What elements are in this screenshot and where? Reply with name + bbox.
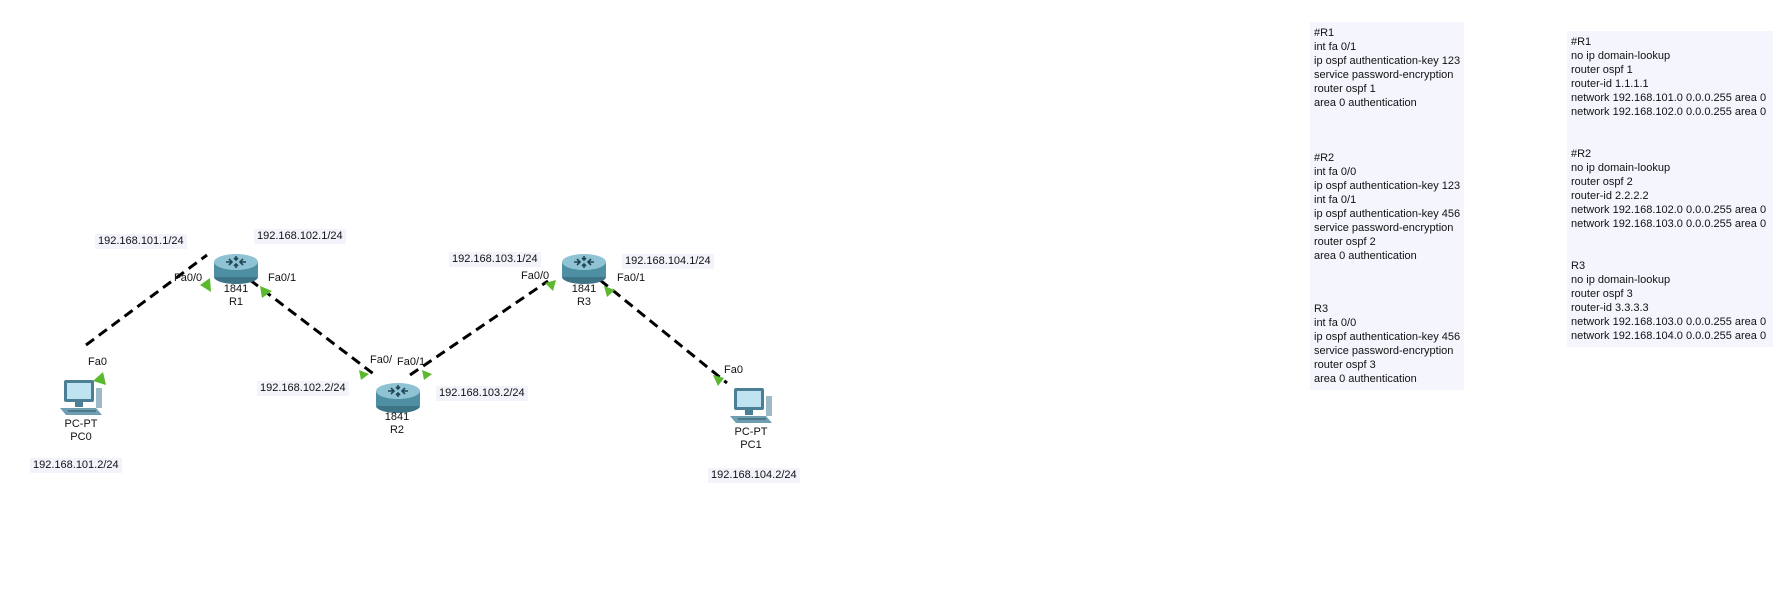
link-status-r2-right	[422, 370, 432, 380]
pc-pc0-icon[interactable]	[58, 378, 104, 418]
note-line: int fa 0/0	[1314, 166, 1357, 178]
device-name: R3	[576, 296, 592, 308]
device-model: 1841	[571, 283, 597, 295]
note-line: network 192.168.103.0 0.0.0.255 area 0	[1571, 316, 1767, 328]
link-status-pc1	[713, 375, 724, 386]
ip-label-r2-fa00: 192.168.102.2/24	[257, 381, 349, 396]
port-label-r3-fa01: Fa0/1	[617, 272, 646, 284]
port-label-r2-fa01: Fa0/1	[397, 356, 426, 368]
note-line: R3	[1571, 260, 1586, 272]
link-r1-r2[interactable]	[249, 278, 376, 377]
note-line: router-id 1.1.1.1	[1571, 78, 1649, 90]
link-status-pc0	[93, 372, 106, 385]
note-line: ip ospf authentication-key 123	[1314, 180, 1461, 192]
note-line: router-id 3.3.3.3	[1571, 302, 1649, 314]
note-line: ip ospf authentication-key 456	[1314, 208, 1461, 220]
note-auth-config[interactable]: #R1 int fa 0/1 ip ospf authentication-ke…	[1310, 22, 1464, 390]
note-line: router-id 2.2.2.2	[1571, 190, 1649, 202]
note-line: #R2	[1314, 152, 1335, 164]
device-model: PC-PT	[734, 426, 768, 438]
note-line: int fa 0/1	[1314, 41, 1357, 53]
device-caption-r2: 1841 R2	[367, 411, 427, 437]
link-r2-r3[interactable]	[409, 279, 549, 377]
device-caption-r1: 1841 R1	[206, 283, 266, 309]
link-status-r1-left	[200, 278, 211, 292]
device-name: R1	[228, 296, 244, 308]
ip-label-pc0: 192.168.101.2/24	[30, 458, 122, 473]
note-line: network 192.168.101.0 0.0.0.255 area 0	[1571, 92, 1767, 104]
port-label-pc0-fa0: Fa0	[88, 356, 107, 368]
note-line: area 0 authentication	[1314, 250, 1417, 262]
device-caption-r3: 1841 R3	[554, 283, 614, 309]
device-caption-pc0: PC-PT PC0	[51, 418, 111, 444]
note-line: network 192.168.102.0 0.0.0.255 area 0	[1571, 106, 1767, 118]
note-line: #R1	[1314, 27, 1335, 39]
port-label-pc1-fa0: Fa0	[724, 364, 743, 376]
note-line: area 0 authentication	[1314, 97, 1417, 109]
link-status-r1-right	[260, 286, 272, 298]
ip-label-r1-fa01: 192.168.102.1/24	[254, 229, 346, 244]
note-line: router ospf 1	[1314, 83, 1376, 95]
note-line: service password-encryption	[1314, 345, 1454, 357]
note-line: network 192.168.102.0 0.0.0.255 area 0	[1571, 204, 1767, 216]
note-line: router ospf 2	[1571, 176, 1633, 188]
note-line: router ospf 2	[1314, 236, 1376, 248]
ip-label-r3-fa01: 192.168.104.1/24	[622, 254, 714, 269]
note-line: no ip domain-lookup	[1571, 50, 1671, 62]
device-model: PC-PT	[64, 418, 98, 430]
note-line: no ip domain-lookup	[1571, 274, 1671, 286]
note-line: router ospf 3	[1571, 288, 1633, 300]
ip-label-r3-fa00: 192.168.103.1/24	[449, 252, 541, 267]
pc-pc1-icon[interactable]	[728, 386, 774, 426]
link-status-r2-left	[359, 370, 369, 380]
link-status-r3-left	[545, 280, 556, 291]
device-name: PC0	[70, 431, 92, 443]
router-r2-icon[interactable]	[374, 380, 422, 414]
note-line: ip ospf authentication-key 123	[1314, 55, 1461, 67]
note-line: router ospf 3	[1314, 359, 1376, 371]
note-line: network 192.168.103.0 0.0.0.255 area 0	[1571, 218, 1767, 230]
link-status-r3-right	[604, 286, 615, 297]
note-line: #R2	[1571, 148, 1592, 160]
port-label-r2-fa00: Fa0/	[370, 354, 393, 366]
device-name: R2	[389, 424, 405, 436]
note-line: ip ospf authentication-key 456	[1314, 331, 1461, 343]
note-line: service password-encryption	[1314, 69, 1454, 81]
device-caption-pc1: PC-PT PC1	[721, 426, 781, 452]
note-line: area 0 authentication	[1314, 373, 1417, 385]
note-line: int fa 0/0	[1314, 317, 1357, 329]
note-line: service password-encryption	[1314, 222, 1454, 234]
note-line: no ip domain-lookup	[1571, 162, 1671, 174]
port-label-r1-fa00: Fa0/0	[174, 272, 203, 284]
note-line: #R1	[1571, 36, 1592, 48]
ip-label-r1-fa00: 192.168.101.1/24	[95, 234, 187, 249]
note-line: int fa 0/1	[1314, 194, 1357, 206]
link-r3-pc1[interactable]	[599, 278, 728, 385]
note-ospf-config[interactable]: #R1 no ip domain-lookup router ospf 1 ro…	[1567, 31, 1773, 347]
port-label-r3-fa00: Fa0/0	[521, 270, 550, 282]
link-pc0-r1[interactable]	[85, 253, 208, 347]
ip-label-r2-fa01: 192.168.103.2/24	[436, 386, 528, 401]
router-r1-icon[interactable]	[212, 251, 260, 285]
note-line: network 192.168.104.0 0.0.0.255 area 0	[1571, 330, 1767, 342]
device-name: PC1	[740, 439, 762, 451]
note-line: R3	[1314, 303, 1329, 315]
ip-label-pc1: 192.168.104.2/24	[708, 468, 800, 483]
device-model: 1841	[223, 283, 249, 295]
router-r3-icon[interactable]	[560, 251, 608, 285]
device-model: 1841	[384, 411, 410, 423]
port-label-r1-fa01: Fa0/1	[268, 272, 297, 284]
note-line: router ospf 1	[1571, 64, 1633, 76]
